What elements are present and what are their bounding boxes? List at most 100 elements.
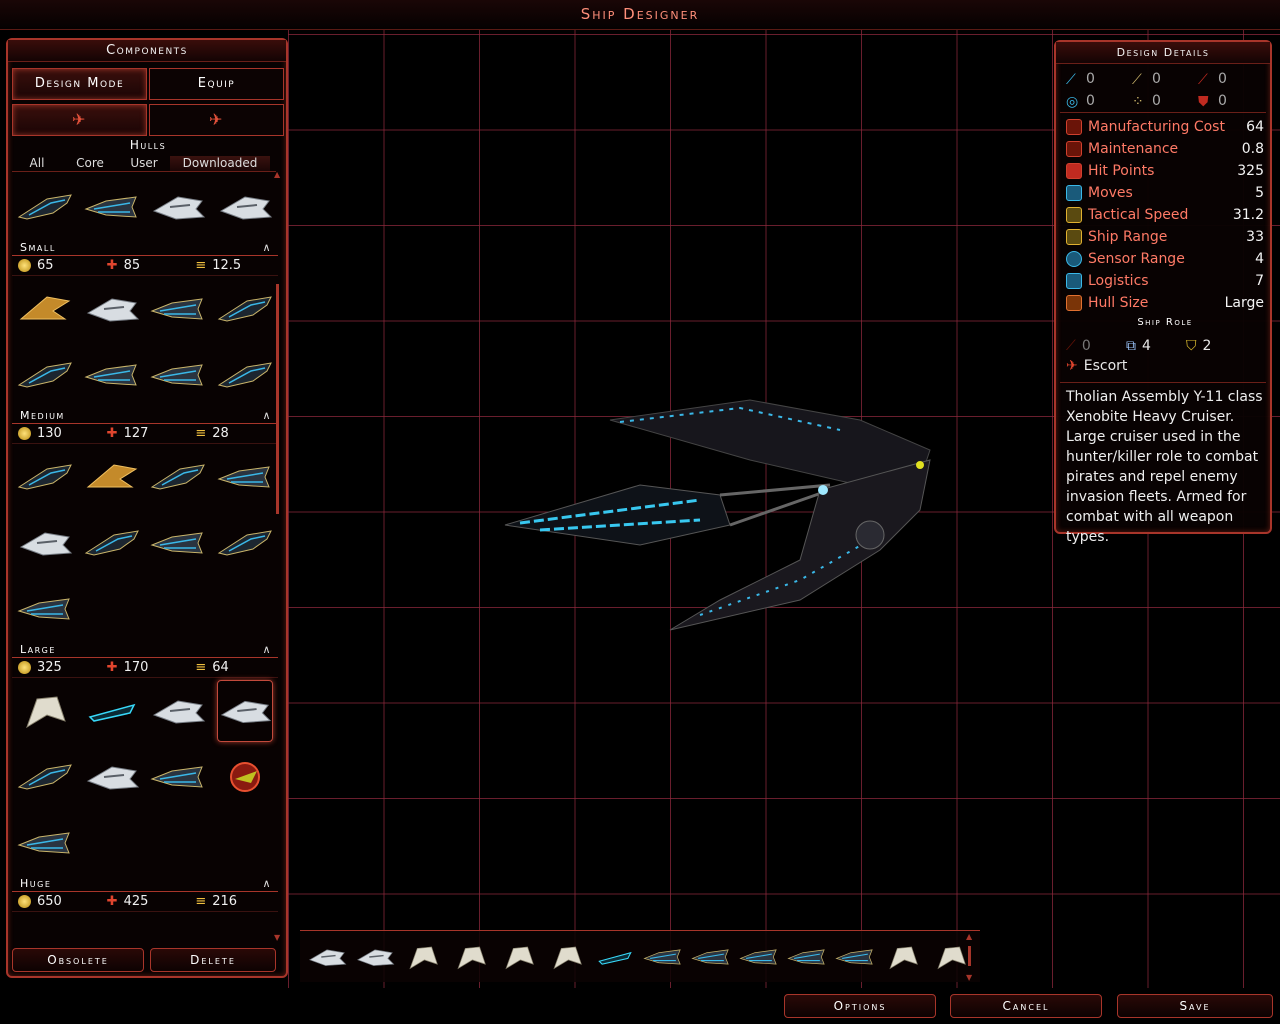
component-thumbnail[interactable] xyxy=(448,935,494,979)
hull-thumbnail[interactable] xyxy=(84,452,140,502)
hull-thumbnail[interactable] xyxy=(17,182,73,232)
scroll-down-icon[interactable]: ▼ xyxy=(966,973,973,982)
hull-thumbnail[interactable] xyxy=(17,518,73,568)
delete-button[interactable]: Delete xyxy=(150,948,276,972)
ship-role-name: Escort xyxy=(1083,358,1128,374)
obsolete-button[interactable]: Obsolete xyxy=(12,948,144,972)
armor-icon: ⛊ xyxy=(1198,94,1209,110)
ship-role-title: Ship Role xyxy=(1137,317,1193,328)
tab-design-mode[interactable]: Design Mode xyxy=(12,68,147,100)
component-strip xyxy=(300,930,980,982)
scroll-thumb[interactable] xyxy=(968,946,971,966)
size-icon: ≡ xyxy=(195,425,207,441)
hull-thumbnail[interactable] xyxy=(84,182,140,232)
hull-thumbnail[interactable] xyxy=(150,752,206,802)
save-button[interactable]: Save xyxy=(1117,994,1273,1018)
category-small[interactable]: Small∧ xyxy=(12,240,278,256)
hull-thumbnail[interactable] xyxy=(17,284,73,334)
scroll-down-icon[interactable]: ▼ xyxy=(274,933,281,942)
hull-thumbnail[interactable] xyxy=(84,752,140,802)
ship-preview[interactable] xyxy=(500,390,940,640)
hull-thumbnail[interactable] xyxy=(217,752,273,802)
cost-icon xyxy=(18,259,31,272)
tab-hulls[interactable]: ✈ xyxy=(12,104,147,136)
ship-description: Tholian Assembly Y-11 class Xenobite Hea… xyxy=(1066,389,1263,545)
component-thumbnail[interactable] xyxy=(496,935,542,979)
hull-tool-icon: ✈ xyxy=(72,110,87,129)
hull-thumbnail[interactable] xyxy=(217,518,273,568)
category-small-stats: 65 ✚85 ≡12.5 xyxy=(12,256,278,276)
collapse-icon[interactable]: ∧ xyxy=(262,643,272,656)
hull-thumbnail[interactable] xyxy=(17,452,73,502)
hull-thumbnail[interactable] xyxy=(84,518,140,568)
component-thumbnail[interactable] xyxy=(352,935,398,979)
support-role-value: 2 xyxy=(1202,338,1212,354)
hull-thumbnail[interactable] xyxy=(84,284,140,334)
component-thumbnail[interactable] xyxy=(688,935,734,979)
scroll-thumb[interactable] xyxy=(276,284,279,514)
sub-tabs: ✈ ✈ xyxy=(12,104,284,136)
hull-thumbnail[interactable] xyxy=(17,686,73,736)
hull-thumbnail[interactable] xyxy=(17,752,73,802)
scroll-up-icon[interactable]: ▲ xyxy=(274,170,281,179)
filter-all[interactable]: All xyxy=(29,156,45,170)
hull-thumbnail[interactable] xyxy=(150,182,206,232)
hull-list-scrollbar[interactable]: ▲ ▼ xyxy=(274,170,281,942)
component-thumbnail[interactable] xyxy=(544,935,590,979)
tab-equip[interactable]: Equip xyxy=(149,68,284,100)
component-thumbnail[interactable] xyxy=(736,935,782,979)
hull-thumbnail[interactable] xyxy=(150,350,206,400)
component-strip-scrollbar[interactable]: ▲ ▼ xyxy=(966,932,974,982)
component-thumbnail[interactable] xyxy=(304,935,350,979)
hull-thumbnail[interactable] xyxy=(217,350,273,400)
hull-thumbnail[interactable] xyxy=(17,350,73,400)
collapse-icon[interactable]: ∧ xyxy=(262,409,272,422)
hull-thumbnail[interactable] xyxy=(217,284,273,334)
large-hp: 170 xyxy=(123,659,149,675)
hull-thumbnail[interactable] xyxy=(150,452,206,502)
small-hp: 85 xyxy=(123,257,141,273)
component-tool-icon: ✈ xyxy=(209,110,224,129)
hull-thumbnail[interactable] xyxy=(150,518,206,568)
hull-thumbnail[interactable] xyxy=(84,686,140,736)
component-thumbnail[interactable] xyxy=(880,935,926,979)
category-medium[interactable]: Medium∧ xyxy=(12,408,278,424)
collapse-icon[interactable]: ∧ xyxy=(262,241,272,254)
hull-thumbnail[interactable] xyxy=(84,350,140,400)
tab-components[interactable]: ✈ xyxy=(149,104,284,136)
filter-core[interactable]: Core xyxy=(76,156,104,170)
collapse-icon[interactable]: ∧ xyxy=(262,877,272,890)
hull-thumbnail[interactable] xyxy=(17,818,73,868)
hull-thumbnail[interactable] xyxy=(150,284,206,334)
component-thumbnail[interactable] xyxy=(640,935,686,979)
small-size: 12.5 xyxy=(212,257,242,273)
component-thumbnail[interactable] xyxy=(784,935,830,979)
hull-thumbnail-selected[interactable] xyxy=(216,680,273,742)
size-icon: ≡ xyxy=(195,893,207,909)
hull-thumbnail[interactable] xyxy=(217,182,273,232)
ship-role-values: ⟋0 ⧉4 ⛉2 xyxy=(1066,336,1266,356)
category-large[interactable]: Large∧ xyxy=(12,642,278,658)
scroll-up-icon[interactable]: ▲ xyxy=(966,932,973,941)
component-thumbnail[interactable] xyxy=(592,935,638,979)
filter-user[interactable]: User xyxy=(130,156,158,170)
medium-size: 28 xyxy=(212,425,229,441)
large-cost: 325 xyxy=(37,659,62,675)
cancel-button[interactable]: Cancel xyxy=(950,994,1102,1018)
point-defense-icon: ⁘ xyxy=(1132,94,1144,110)
hull-thumbnail[interactable] xyxy=(17,584,73,634)
component-thumbnail[interactable] xyxy=(832,935,878,979)
options-button[interactable]: Options xyxy=(784,994,936,1018)
filter-downloaded[interactable]: Downloaded xyxy=(170,156,270,171)
cross-icon xyxy=(1066,163,1082,179)
hull-thumbnail[interactable] xyxy=(217,452,273,502)
hull-row xyxy=(12,444,278,510)
category-huge[interactable]: Huge∧ xyxy=(12,876,278,892)
component-thumbnail[interactable] xyxy=(400,935,446,979)
hull-thumbnail[interactable] xyxy=(150,686,206,736)
missile-count: 0 xyxy=(1218,71,1227,87)
category-huge-stats: 650 ✚425 ≡216 xyxy=(12,892,278,912)
